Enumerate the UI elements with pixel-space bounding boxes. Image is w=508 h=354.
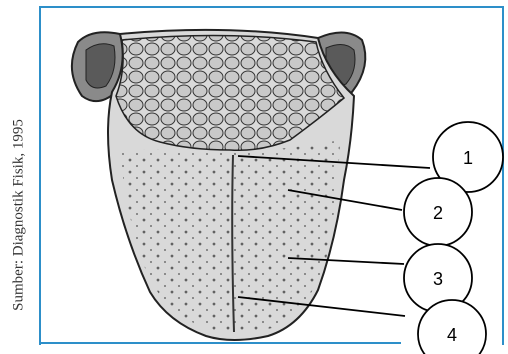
label-3-text: 3 (433, 269, 443, 289)
label-1-text: 1 (463, 148, 473, 168)
label-4-text: 4 (447, 325, 457, 345)
label-circle-2: 2 (404, 178, 472, 246)
label-2-text: 2 (433, 203, 443, 223)
